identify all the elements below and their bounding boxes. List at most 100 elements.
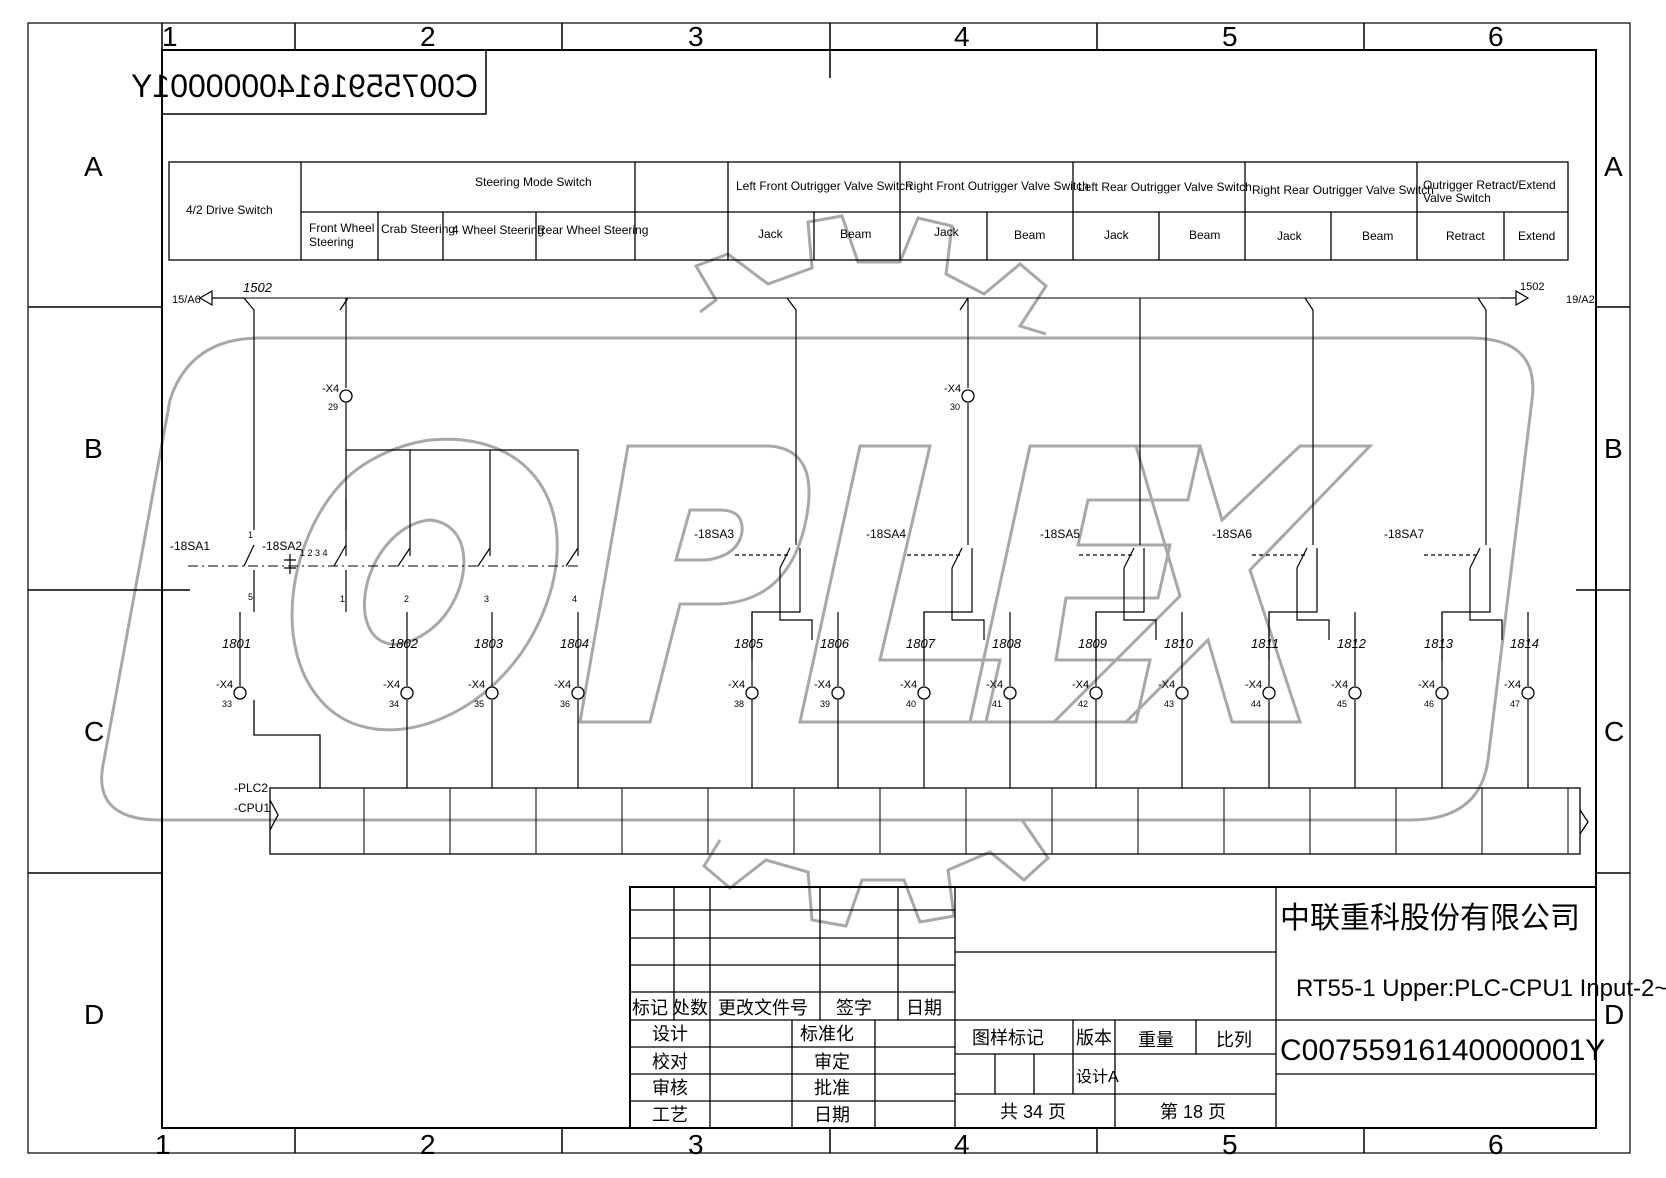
row-label: A: [1604, 151, 1623, 182]
header-table: [168, 161, 1569, 261]
terminal-point: [917, 686, 931, 700]
wire-number: 1805: [734, 636, 764, 651]
left-label: 校对: [652, 1052, 688, 1072]
watermark-letter-e: [968, 444, 1202, 724]
terminal-point: [1521, 686, 1535, 700]
input-channel: 1807 -X4 40: [900, 612, 936, 788]
col-label: 4: [954, 21, 970, 52]
watermark-letter-x: [1050, 444, 1374, 724]
plc-module: [253, 700, 1589, 855]
row-label: A: [84, 151, 103, 182]
terminal-point: [571, 686, 585, 700]
retract-label: Retract: [1446, 229, 1485, 243]
terminal-pin: 35: [474, 699, 484, 709]
terminal-pin: 46: [1424, 699, 1434, 709]
terminal-point: [831, 686, 845, 700]
terminal-point: [1262, 686, 1276, 700]
header-labels: 4/2 Drive Switch Steering Mode Switch Fr…: [186, 175, 1556, 249]
terminal-label: -X4: [814, 679, 831, 691]
switch-label: -18SA2: [262, 539, 302, 553]
svg-text:5: 5: [248, 592, 253, 602]
group-a-label: Jack: [1277, 229, 1303, 243]
extend-label: Extend: [1518, 229, 1555, 243]
x4-top-terminals: -X4 29 -X4 30: [322, 383, 975, 412]
total-pages: 共 34 页: [1000, 1102, 1066, 1122]
rev-header: 标记: [632, 998, 668, 1018]
svg-text:Steering: Steering: [309, 235, 354, 249]
mirrored-code: C00755916140000001Y: [131, 68, 478, 104]
svg-text:1 2 3 4: 1 2 3 4: [300, 548, 328, 558]
terminal-pin: 43: [1164, 699, 1174, 709]
row-label: B: [1604, 433, 1623, 464]
wire-number: 1806: [820, 636, 850, 651]
rev-header: 处数: [672, 998, 708, 1018]
left-front-title: Left Front Outrigger Valve Switch: [736, 179, 912, 193]
group-a-label: Jack: [758, 227, 784, 241]
group-b-label: Beam: [1014, 228, 1045, 242]
terminal-pin: 34: [389, 699, 399, 709]
left-label: 设计: [652, 1024, 688, 1044]
watermark-logo: [100, 214, 1535, 928]
wire-number: 1808: [992, 636, 1022, 651]
plc-slots: [363, 788, 1569, 854]
col-label: 1: [162, 21, 178, 52]
watermark-o-inner: [362, 518, 466, 646]
drawing-number: C00755916140000001Y: [1280, 1034, 1605, 1067]
input-channel: 1810 -X4 43: [1158, 612, 1194, 788]
terminal-pin: 45: [1337, 699, 1347, 709]
group-a-label: Jack: [1104, 228, 1130, 242]
steering-switch-wiring: [188, 449, 580, 612]
x4-top-label: -X4: [322, 383, 339, 395]
left-label: 审核: [652, 1078, 688, 1098]
scale-label: 比列: [1216, 1030, 1252, 1050]
drive-switch-label: 4/2 Drive Switch: [186, 203, 273, 217]
terminal-label: -X4: [1331, 679, 1348, 691]
watermark-gear: [693, 214, 1050, 928]
terminal-label: -X4: [216, 679, 233, 691]
terminal-label: -X4: [1245, 679, 1262, 691]
right-rear-title: Right Rear Outrigger Valve Switch: [1252, 183, 1434, 197]
terminal-label: -X4: [1418, 679, 1435, 691]
col-label: 4: [954, 1129, 970, 1160]
wire-number: 1812: [1337, 636, 1367, 651]
terminal-point: [400, 686, 414, 700]
terminal-pin: 38: [734, 699, 744, 709]
col-label: 3: [688, 1129, 704, 1160]
terminal-point: [1175, 686, 1189, 700]
svg-text:Valve Switch: Valve Switch: [1423, 191, 1491, 205]
terminal-pin: 40: [906, 699, 916, 709]
wire-number: 1801: [222, 636, 251, 651]
wire-number: 1810: [1164, 636, 1194, 651]
ref-out: 19/A2: [1566, 294, 1595, 306]
four-wheel-steering-label: 4 Wheel Steering: [452, 223, 544, 237]
col-label: 6: [1488, 1129, 1504, 1160]
drawing-title: RT55-1 Upper:PLC-CPU1 Input-2~3: [1296, 975, 1666, 1002]
cpu-label: -CPU1: [234, 801, 270, 815]
left-rear-title: Left Rear Outrigger Valve Switch: [1078, 180, 1252, 194]
terminal-pin: 44: [1251, 699, 1261, 709]
power-bus: [198, 289, 1530, 530]
rev-header: 更改文件号: [718, 998, 808, 1018]
terminal-label: -X4: [900, 679, 917, 691]
watermark-o-outer: [290, 437, 559, 732]
terminal-pin: 36: [560, 699, 570, 709]
version-value: 设计A: [1076, 1068, 1119, 1086]
watermark-letter-p: [578, 444, 811, 724]
terminal-label: -X4: [1158, 679, 1175, 691]
group-b-label: Beam: [1189, 228, 1220, 242]
row-label: C: [1604, 716, 1624, 747]
terminal-label: -X4: [986, 679, 1003, 691]
x4-top-pin: 30: [950, 402, 960, 412]
page-number: 第 18 页: [1160, 1102, 1226, 1122]
version-label: 版本: [1076, 1028, 1112, 1048]
watermark-letter-l: [798, 444, 1002, 724]
row-label: D: [84, 999, 104, 1030]
wire-number: 1807: [906, 636, 936, 651]
